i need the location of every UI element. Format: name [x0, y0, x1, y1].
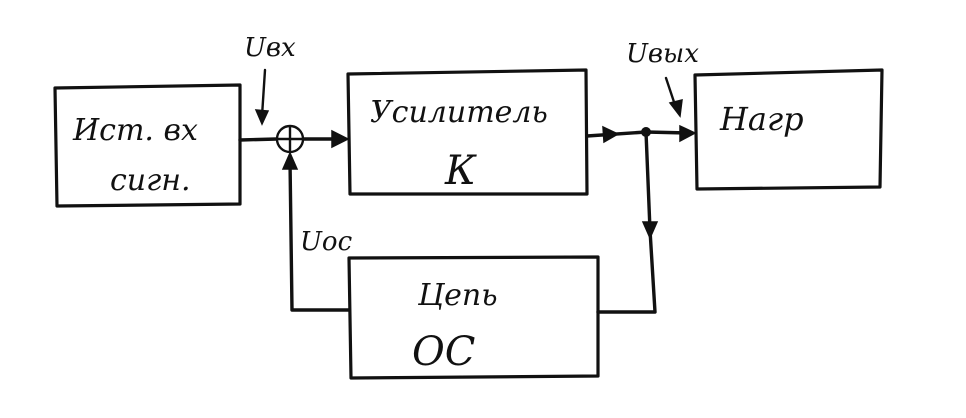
amplifier-block-frame	[346, 68, 589, 196]
wire-feedback-to-junction	[288, 158, 351, 312]
wire-node-down	[596, 130, 657, 314]
input-voltage-pointer-head	[254, 109, 270, 126]
source-block-label-line1: Ист. вх	[72, 113, 198, 148]
load-block: Нагр	[693, 68, 884, 191]
signal-labels: Uвх Uвых Uос	[244, 33, 699, 257]
amplifier-block-label-line2: К	[444, 148, 477, 194]
feedback-block-label-line1: Цепь	[417, 278, 498, 313]
wire-source-to-junction	[238, 137, 279, 142]
source-block: Ист. вх сигн.	[53, 83, 242, 208]
amplifier-block: Усилитель К	[346, 68, 589, 196]
arrow-down-to-feedback	[641, 221, 659, 240]
source-block-label-line2: сигн.	[110, 163, 191, 198]
output-voltage-label: Uвых	[626, 39, 699, 69]
load-block-frame	[693, 68, 884, 191]
input-voltage-pointer	[260, 68, 267, 118]
load-block-label: Нагр	[719, 100, 804, 138]
summing-junction	[275, 124, 305, 154]
signal-wires	[238, 124, 697, 314]
arrow-out-of-amplifier	[602, 125, 620, 144]
arrow-into-amplifier	[331, 129, 350, 149]
output-voltage-pointer-head	[668, 99, 683, 118]
feedback-block: Цепь ОС	[347, 255, 600, 380]
amplifier-block-label-line1: Усилитель	[370, 95, 548, 130]
feedback-block-frame	[347, 255, 600, 380]
input-voltage-label: Uвх	[244, 33, 296, 63]
feedback-voltage-label: Uос	[300, 227, 353, 257]
arrow-into-load	[679, 124, 697, 143]
source-block-frame	[53, 83, 242, 208]
arrow-into-junction-bottom	[281, 151, 299, 170]
feedback-block-label-line2: ОС	[412, 329, 475, 375]
